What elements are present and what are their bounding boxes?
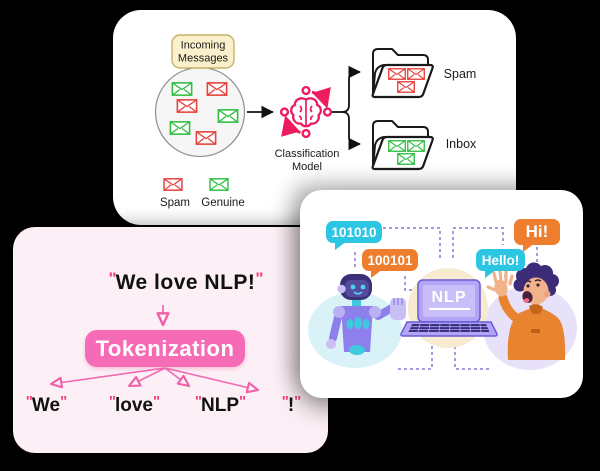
model-label-line1: Classification [275, 148, 340, 160]
envelope-icon [195, 131, 217, 145]
envelope-icon [171, 82, 193, 96]
laptop-icon [400, 279, 498, 337]
open-quote: " [281, 392, 289, 410]
close-quote: " [239, 392, 246, 410]
open-quote: " [25, 392, 33, 410]
speech-bubble-binary-2: 100101 [362, 249, 418, 271]
envelope-icon [217, 109, 239, 123]
spam-classifier-card: Incoming Messages Spam Genuine [113, 10, 516, 225]
spam-folder-label: Spam [444, 67, 477, 81]
close-quote: " [153, 392, 160, 410]
fork-arrows [332, 65, 361, 151]
envelope-icon [407, 140, 425, 152]
envelope-icon [397, 153, 415, 165]
close-quote: " [60, 392, 67, 410]
sentence-text: "We love NLP!" [43, 269, 328, 295]
speech-bubble-hi: Hi! [514, 219, 560, 245]
nlp-illustration-card: 101010 100101 Hi! Hello! NLP [300, 190, 583, 398]
classification-model-icon [279, 85, 333, 139]
person-illustration [486, 262, 566, 360]
token-love: "love" [108, 392, 160, 419]
envelope-icon [388, 140, 406, 152]
inbox-folder-label: Inbox [446, 137, 477, 151]
model-label-line2: Model [292, 161, 322, 173]
token-exclamation: "!" [281, 392, 302, 419]
sentence-words: We love NLP! [115, 271, 256, 294]
open-quote: " [194, 392, 202, 410]
incoming-messages-tag: Incoming Messages [171, 34, 235, 69]
tokenization-card: "We love NLP!" Tokenization "We" "love" [13, 227, 328, 453]
close-quote: " [294, 392, 301, 410]
robot-illustration [326, 274, 406, 355]
tokenization-arrows [49, 305, 260, 394]
genuine-envelope-icon [209, 178, 229, 191]
open-quote: " [108, 392, 116, 410]
token-nlp: "NLP" [194, 392, 246, 419]
envelope-icon [206, 82, 228, 96]
tokenization-box: Tokenization [85, 330, 245, 367]
envelope-icon [397, 81, 415, 93]
fan-arrows [49, 367, 260, 394]
envelope-icon [176, 99, 198, 113]
incoming-tag-line1: Incoming [181, 40, 226, 52]
legend-genuine-label: Genuine [201, 197, 244, 209]
envelope-icon [407, 68, 425, 80]
envelope-icon [169, 121, 191, 135]
envelope-icon [388, 68, 406, 80]
spam-envelope-icon [163, 178, 183, 191]
inbox-folder-icon [371, 120, 434, 171]
speech-bubble-hello: Hello! [476, 249, 525, 271]
close-quote: " [255, 269, 263, 288]
token-text: ! [287, 395, 295, 416]
speech-bubble-binary-1: 101010 [326, 221, 382, 243]
open-quote: " [108, 269, 117, 288]
token-text: We [31, 395, 61, 416]
laptop-screen-label: NLP [418, 282, 480, 316]
legend-spam-label: Spam [160, 197, 190, 209]
nlp-illustration [308, 227, 577, 370]
token-we: "We" [25, 392, 67, 419]
spam-classifier-diagram: Incoming Messages Spam Genuine [154, 34, 477, 209]
token-text: NLP [201, 395, 239, 416]
nlp-text: NLP [428, 289, 470, 310]
incoming-tag-line2: Messages [178, 53, 229, 65]
token-text: love [114, 395, 154, 416]
spam-folder-icon [371, 48, 434, 99]
legend: Spam Genuine [160, 178, 245, 209]
